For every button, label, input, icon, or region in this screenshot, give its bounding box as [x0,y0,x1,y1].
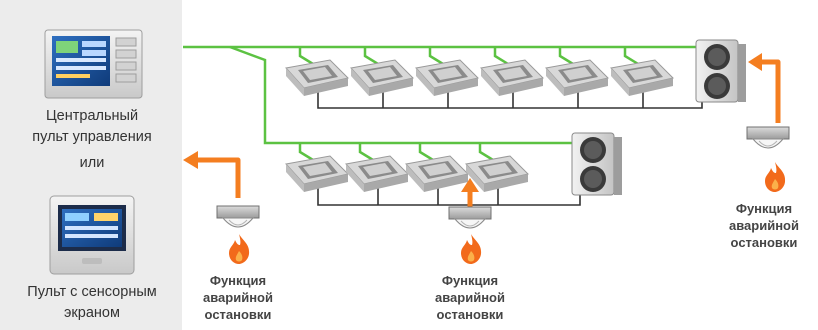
cassette-unit-icon [610,59,674,97]
cassette-unit-icon [350,59,414,97]
smoke-sensor-icon [448,206,492,229]
outdoor-unit-icon [571,132,623,196]
cassette-unit-icon [405,155,469,193]
cassette-unit-icon [545,59,609,97]
emergency-stop-caption: Функция аварийной остановки [415,272,525,323]
caption-line3: остановки [730,235,798,250]
cassette-unit-icon [480,59,544,97]
cassette-unit-icon [285,59,349,97]
central-controller-label: Центральный пульт управления [12,106,172,148]
touch-panel-icon [49,195,135,275]
cassette-unit-icon [285,155,349,193]
caption-line2: аварийной [435,290,505,305]
touch-panel-label-line2: экраном [64,305,120,321]
central-controller-label-line1: Центральный [45,108,139,124]
caption-line2: аварийной [729,218,799,233]
flame-icon [765,162,786,192]
touch-panel-label-line1: Пульт с сенсорным [27,284,157,300]
touch-panel-label: Пульт с сенсорным экраном [6,282,178,324]
outdoor-unit-icon [695,39,747,103]
arrow-icon [748,53,762,71]
flame-icon [229,234,250,264]
caption-line1: Функция [735,201,793,216]
central-controller-label-line2: пульт управления [32,129,152,145]
smoke-sensor-icon [216,205,260,228]
arrow-icon [762,59,781,123]
caption-line2: аварийной [203,290,273,305]
caption-line1: Функция [209,273,267,288]
cassette-unit-icon [415,59,479,97]
central-controller-icon [44,29,143,99]
arrow-icon [183,151,198,169]
caption-line3: остановки [204,307,272,322]
caption-line3: остановки [436,307,504,322]
emergency-stop-caption: Функция аварийной остановки [712,200,816,251]
smoke-sensor-icon [746,126,790,149]
caption-line1: Функция [441,273,499,288]
cassette-unit-icon [345,155,409,193]
arrow-icon [461,178,479,208]
or-label: или [79,155,105,171]
flame-icon [461,234,482,264]
arrow-icon [198,157,241,198]
emergency-stop-caption: Функция аварийной остановки [183,272,293,323]
